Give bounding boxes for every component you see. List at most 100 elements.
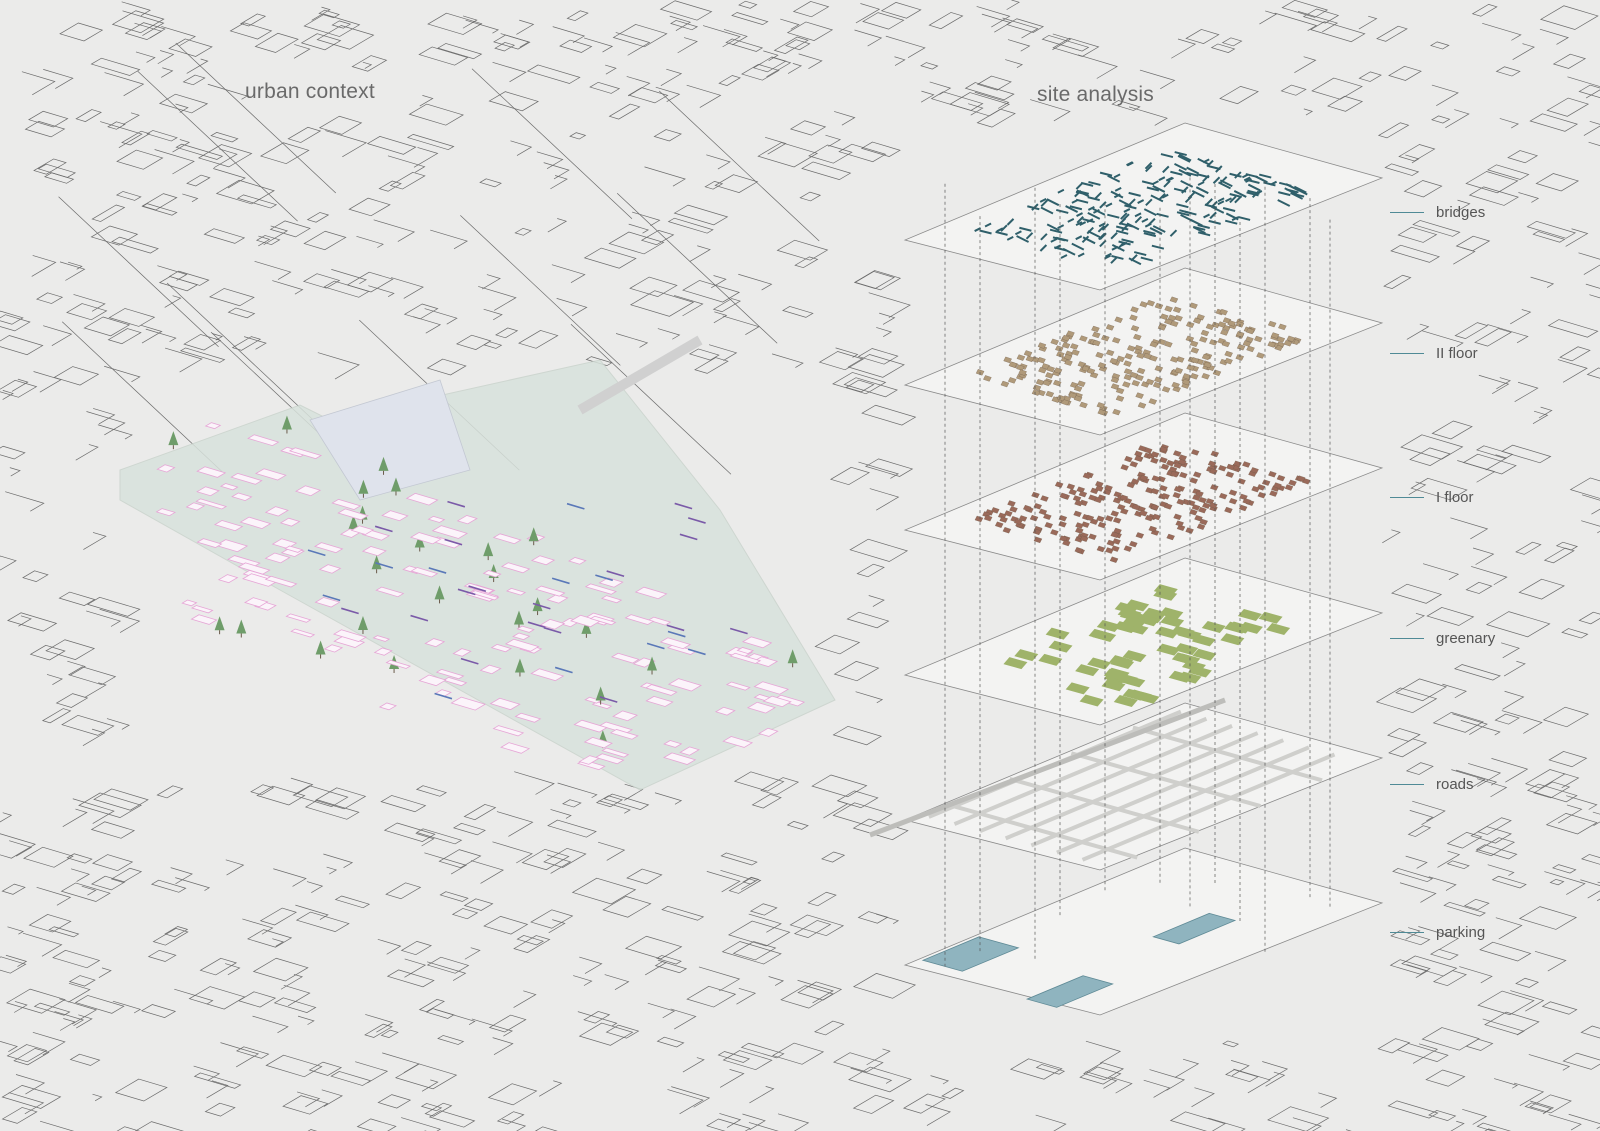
context-building xyxy=(1552,53,1587,69)
context-building xyxy=(1562,1052,1600,1070)
tree-crown xyxy=(378,456,389,471)
context-fragment xyxy=(86,411,126,436)
context-fragment xyxy=(9,840,33,857)
context-building xyxy=(712,298,742,313)
context-fragment xyxy=(244,336,267,350)
context-building xyxy=(5,988,66,1014)
site-building xyxy=(318,564,342,574)
building-footprint xyxy=(1164,318,1173,325)
bridge-segment xyxy=(1217,197,1225,203)
tree xyxy=(787,649,798,668)
context-fragment xyxy=(1510,990,1545,1012)
context-fragment xyxy=(1303,108,1314,116)
site-building xyxy=(350,525,375,535)
context-building xyxy=(115,191,142,201)
bridge-segment xyxy=(1134,215,1143,224)
green-area xyxy=(1170,625,1195,638)
context-building xyxy=(1518,578,1565,600)
context-building xyxy=(585,356,613,367)
context-building xyxy=(415,785,448,797)
bridge-segment xyxy=(1094,191,1102,200)
context-fragment xyxy=(547,218,568,233)
context-building xyxy=(418,46,469,66)
bridge-segment xyxy=(1263,181,1276,187)
context-fragment xyxy=(404,958,427,978)
context-building xyxy=(727,920,791,947)
context-fragment xyxy=(551,264,586,283)
building-footprint xyxy=(1135,532,1145,539)
building-footprint xyxy=(1110,376,1120,384)
bridge-segment xyxy=(1151,244,1165,250)
context-fragment xyxy=(1077,54,1118,79)
context-building xyxy=(718,75,741,86)
building-footprint xyxy=(1199,518,1208,526)
context-fragment xyxy=(1265,1071,1286,1087)
context-building xyxy=(1389,959,1431,975)
building-footprint xyxy=(1105,547,1114,554)
context-building xyxy=(300,33,342,51)
tree xyxy=(483,542,494,561)
building-footprint xyxy=(1284,484,1294,491)
building-footprint xyxy=(1163,503,1173,510)
green-area xyxy=(1125,599,1150,612)
bridge-segment xyxy=(1099,201,1107,209)
building-footprint xyxy=(1126,481,1136,489)
context-building xyxy=(1267,1106,1330,1131)
context-fragment xyxy=(252,1015,289,1034)
tree-crown xyxy=(483,542,494,557)
bridge-segment xyxy=(1080,181,1094,187)
context-building xyxy=(1398,144,1436,162)
context-building xyxy=(811,774,868,798)
context-building xyxy=(740,1042,785,1059)
bridge-segment xyxy=(1025,232,1034,240)
context-fragment xyxy=(157,265,188,281)
building-footprint xyxy=(1115,395,1125,402)
building-footprint xyxy=(1137,402,1147,409)
context-building xyxy=(451,908,479,920)
bridge-segment xyxy=(1144,222,1152,228)
context-building xyxy=(1559,346,1591,362)
green-area xyxy=(1003,657,1028,670)
building-footprint xyxy=(1246,327,1255,335)
bridge-segment xyxy=(1160,153,1174,159)
context-building xyxy=(483,341,503,349)
context-building xyxy=(269,220,311,238)
building-footprint xyxy=(1273,482,1282,489)
building-footprint xyxy=(1185,335,1195,343)
layer-i-floor xyxy=(903,412,1384,581)
green-area xyxy=(1122,650,1147,663)
context-fragment xyxy=(82,728,106,747)
context-building xyxy=(415,828,463,845)
context-building xyxy=(1412,220,1461,237)
context-building xyxy=(302,273,341,289)
context-street-edge xyxy=(137,70,298,222)
building-footprint xyxy=(1202,502,1211,509)
context-building xyxy=(1397,226,1438,243)
building-footprint xyxy=(1148,525,1157,533)
building-footprint xyxy=(1000,380,1010,388)
bridge-segment xyxy=(1234,195,1242,204)
context-fragment xyxy=(1567,76,1600,99)
context-fragment xyxy=(624,783,644,801)
road xyxy=(947,802,1138,860)
context-fragment xyxy=(1581,494,1600,515)
site-building xyxy=(546,594,569,604)
context-building xyxy=(188,986,246,1010)
context-fragment xyxy=(1431,84,1459,106)
green-area xyxy=(1103,668,1128,681)
bridge-segment xyxy=(1212,176,1221,184)
context-building xyxy=(1485,611,1551,638)
context-fragment xyxy=(297,1015,315,1025)
building-footprint xyxy=(1150,451,1160,458)
context-fragment xyxy=(122,10,165,36)
context-building xyxy=(792,1,830,18)
building-footprint xyxy=(1148,398,1157,405)
green-area xyxy=(1142,607,1167,620)
context-building xyxy=(1446,860,1470,870)
context-fragment xyxy=(557,782,598,799)
tree-crown xyxy=(357,615,368,630)
green-area xyxy=(1038,653,1063,666)
context-building xyxy=(1169,1111,1226,1131)
parking-lot xyxy=(921,936,1020,972)
layer-label-greenary: greenary xyxy=(1390,630,1495,647)
